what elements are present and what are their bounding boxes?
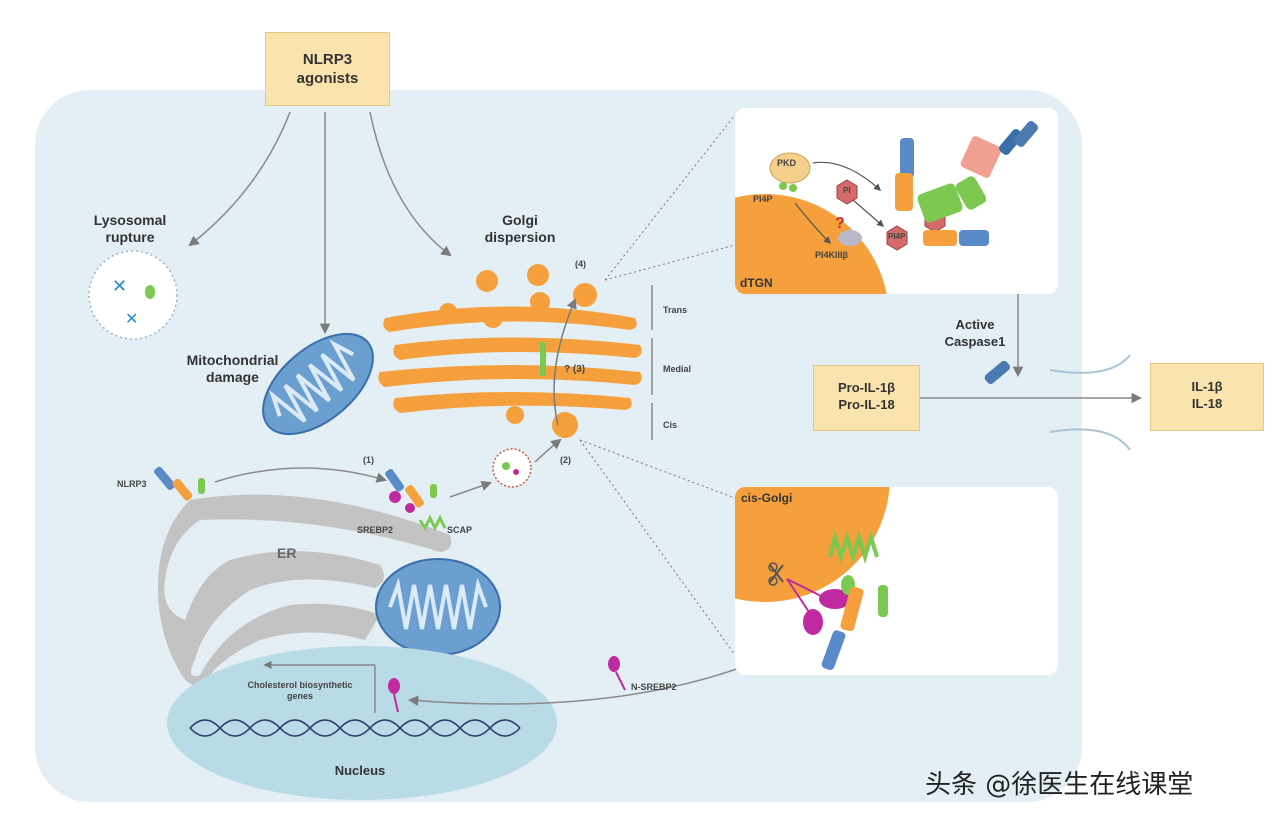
agonists-line2: agonists [296,70,359,87]
nucleus [167,646,557,800]
golgi-stack [378,264,642,438]
active-caspase1-label: Active Caspase1 [944,317,1006,349]
dtgn-label: dTGN [740,276,773,290]
step-1-label: (1) [363,455,374,465]
er-label: ER [277,545,297,561]
svg-text:✕: ✕ [112,276,127,296]
watermark: 头条 @徐医生在线课堂 [925,770,1194,800]
nlrp3-complex [385,469,447,532]
golgi-cis-label: Cis [663,420,678,430]
lysosome [88,250,178,340]
nucleus-label: Nucleus [334,763,386,778]
endoplasmic-reticulum [158,494,452,690]
arrow-to-golgi [369,111,452,257]
pro-il-1b: Pro-IL-1β [837,380,896,395]
step-3-label: ? (3) [564,364,586,375]
pi4p-label-dtgn: PI4P [753,194,773,204]
mitochondrion-top [262,332,374,436]
nlrp3-label: NLRP3 [117,479,147,489]
cholesterol-genes-label: Cholesterol biosynthetic genes [247,680,353,701]
srebp2-label: SREBP2 [357,525,394,535]
nlrp3-molecule [154,466,205,501]
step-2-label: (2) [560,455,571,465]
cis-golgi-panel: cis-Golgi [735,487,1058,675]
mitochondrion-bottom [375,558,501,656]
pro-il-18: Pro-IL-18 [838,397,895,412]
vesicle [492,448,532,488]
svg-text:?: ? [835,215,845,232]
pi4p-label: PI4P [888,232,906,241]
step-4-label: (4) [575,259,586,269]
dtgn-panel: ? PKD PI4P PI PI4P PI4KIIIβ dTGN [735,108,1058,294]
cis-golgi-label: cis-Golgi [741,491,793,505]
pi-label: PI [843,186,851,195]
mitochondrial-damage-label: Mitochondrial damage [186,352,279,385]
pkd-label: PKD [777,158,797,168]
arrow-to-lysosome [188,111,291,247]
il-18: IL-18 [1191,396,1223,411]
agonists-line1: NLRP3 [302,51,353,68]
pro-il-box: Pro-IL-1β Pro-IL-18 [813,365,920,431]
nlrp3-agonists-box: NLRP3 agonists [265,32,390,106]
golgi-medial-label: Medial [663,364,692,374]
n-srebp2-label: N-SREBP2 [631,682,677,692]
il-box: IL-1β IL-18 [1150,363,1264,431]
golgi-dispersion-label: Golgi dispersion [484,212,556,245]
svg-text:✕: ✕ [125,311,138,328]
scap-label: SCAP [447,525,473,535]
lysosomal-rupture-label: Lysosomal rupture [93,212,167,245]
il-1b: IL-1β [1191,379,1223,394]
pi4kiiib-label: PI4KIIIβ [815,250,849,260]
golgi-trans-label: Trans [663,305,688,315]
